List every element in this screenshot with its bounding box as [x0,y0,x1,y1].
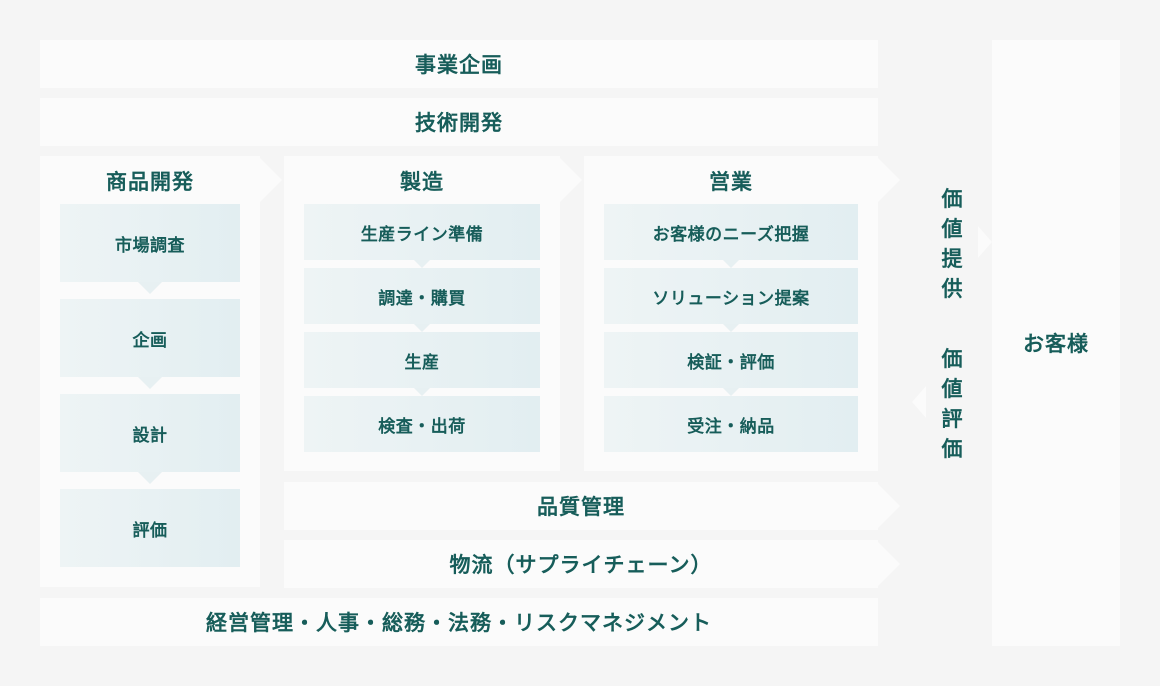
manufacturing-item-label: 生産ライン準備 [360,224,484,245]
customer-label: お客様 [1023,332,1089,356]
sales-item-label: 検証・評価 [687,352,775,373]
value-provide-arrow [978,226,992,258]
product-dev-item-evaluation: 評価 [60,489,240,567]
manufacturing-item-line-prep: 生産ライン準備 [304,204,540,260]
flow-arrow [138,472,162,484]
business-planning-label: 事業企画 [415,53,503,77]
quality-label: 品質管理 [537,495,625,519]
manufacturing-title: 製造 [400,170,444,194]
value-eval-arrow [912,386,926,418]
flow-arrow [414,324,430,332]
logistics-label: 物流（サプライチェーン） [449,553,713,577]
business-planning-band: 事業企画 [40,40,878,88]
sales-item-label: ソリューション提案 [652,288,810,309]
product-dev-item-design: 設計 [60,394,240,472]
flow-arrow [414,388,430,396]
management-band: 経営管理・人事・総務・法務・リスクマネジメント [40,598,878,646]
sales-item-solution: ソリューション提案 [604,268,858,324]
tech-development-band: 技術開発 [40,98,878,146]
logistics-band: 物流（サプライチェーン） [284,540,878,588]
flow-arrow [138,282,162,294]
product-dev-item-label: 企画 [132,330,168,351]
customer-panel: お客様 [992,40,1120,646]
product-dev-title: 商品開発 [106,170,194,194]
sales-title: 営業 [709,170,753,194]
manufacturing-item-label: 調達・購買 [378,288,466,309]
sales-arrow [878,158,900,202]
sales-item-label: お客様のニーズ把握 [652,224,810,245]
quality-band: 品質管理 [284,482,878,530]
quality-arrow [878,484,900,528]
manufacturing-item-label: 生産 [404,352,440,373]
flow-arrow [723,324,739,332]
manufacturing-item-label: 検査・出荷 [378,416,466,437]
product-dev-item-label: 設計 [132,425,168,446]
sales-item-label: 受注・納品 [687,416,775,437]
product-dev-item-label: 市場調査 [115,235,185,256]
management-label: 経営管理・人事・総務・法務・リスクマネジメント [206,611,712,635]
logistics-arrow [878,542,900,586]
value-provide-label: 価値提供 [941,187,963,301]
product-dev-arrow [260,158,282,202]
value-eval-label: 価値評価 [941,347,963,461]
manufacturing-item-inspection: 検査・出荷 [304,396,540,452]
product-dev-item-market-research: 市場調査 [60,204,240,282]
manufacturing-arrow [560,158,582,202]
flow-arrow [723,388,739,396]
product-dev-item-label: 評価 [132,520,168,541]
tech-development-label: 技術開発 [415,111,503,135]
sales-item-verification: 検証・評価 [604,332,858,388]
flow-arrow [723,260,739,268]
sales-item-needs: お客様のニーズ把握 [604,204,858,260]
product-dev-item-planning: 企画 [60,299,240,377]
sales-item-order: 受注・納品 [604,396,858,452]
manufacturing-item-procurement: 調達・購買 [304,268,540,324]
flow-arrow [138,377,162,389]
manufacturing-item-production: 生産 [304,332,540,388]
flow-arrow [414,260,430,268]
